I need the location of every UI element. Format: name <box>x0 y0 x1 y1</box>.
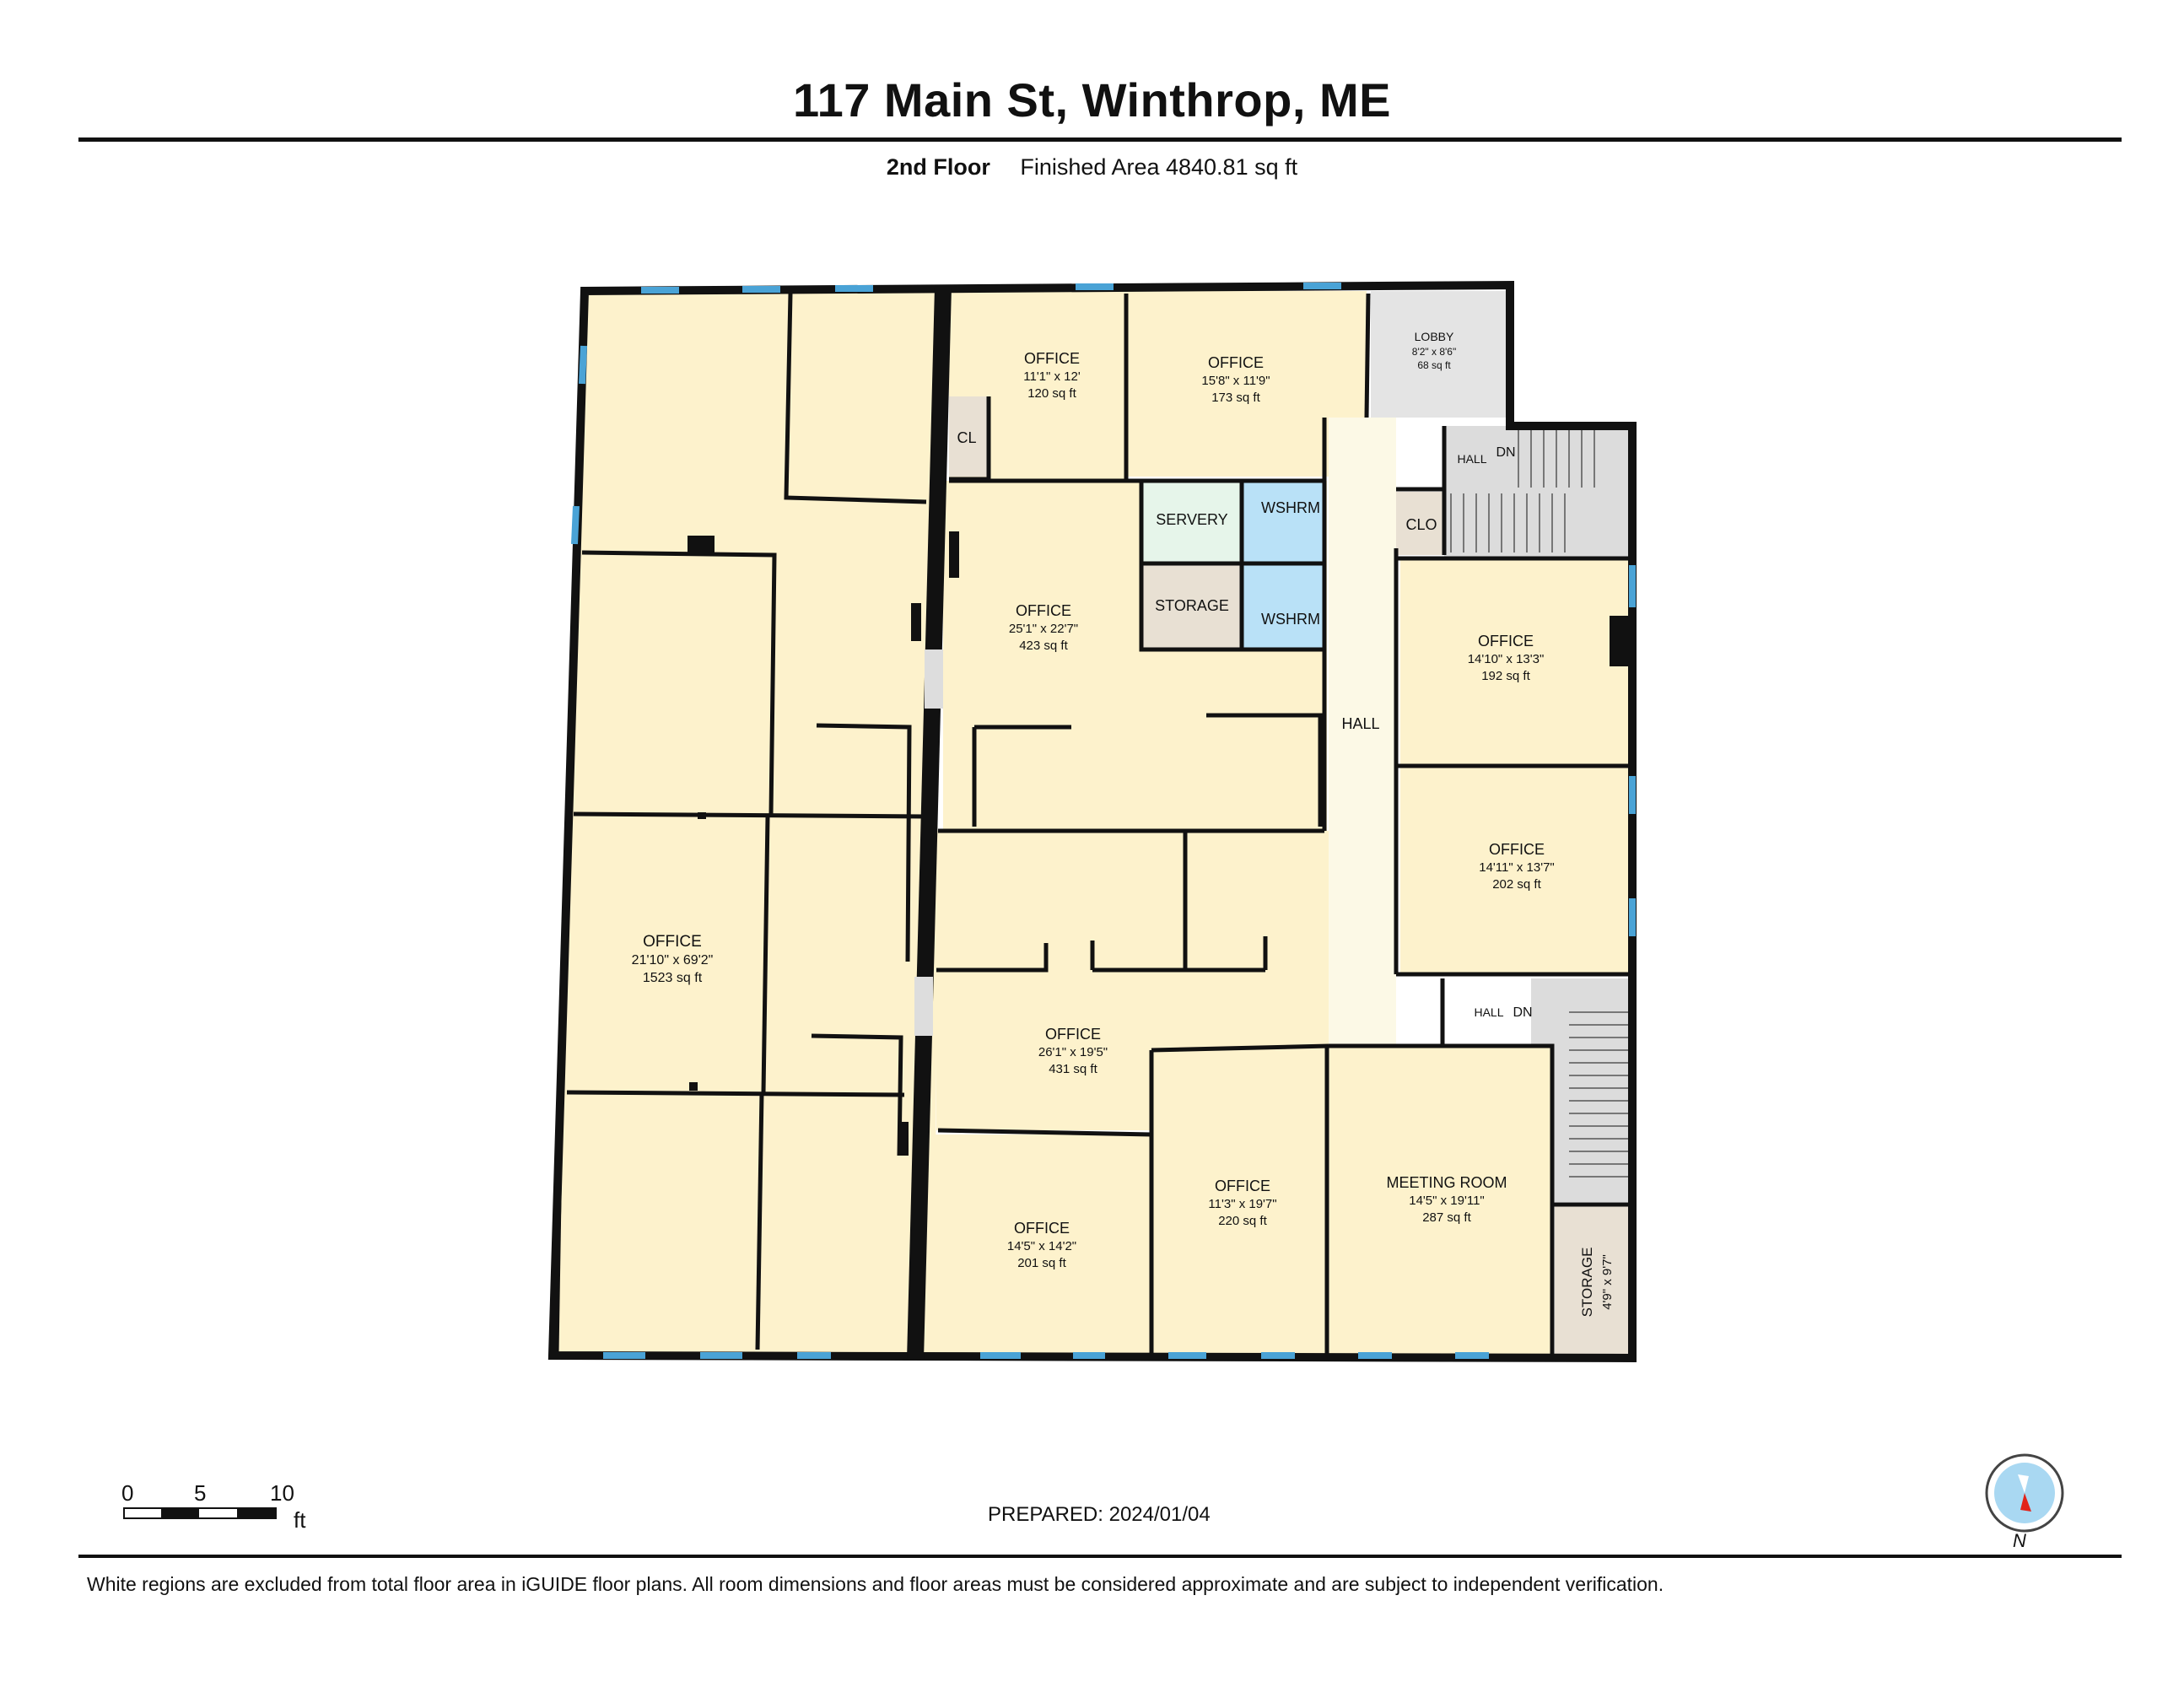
hall-bottom-name: HALL <box>1474 1005 1503 1019</box>
office-big-name: OFFICE <box>643 933 702 951</box>
scale-bar: 0 5 10 ft <box>118 1480 321 1539</box>
title-rule <box>78 137 2122 142</box>
office-c-name: OFFICE <box>1016 602 1071 619</box>
meeting-fill <box>1329 1046 1552 1356</box>
office-d-name: OFFICE <box>1478 633 1534 649</box>
office-big-area: 1523 sq ft <box>643 971 703 985</box>
office-g-dims: 14'5" x 14'2" <box>1007 1239 1076 1253</box>
page-title: 117 Main St, Winthrop, ME <box>793 73 1391 127</box>
office-e-fill <box>1400 768 1632 974</box>
office-d-dims: 14'10" x 13'3" <box>1468 652 1545 666</box>
hall-bottom-fill <box>1447 978 1531 1046</box>
scale-tick-5: 5 <box>194 1480 207 1506</box>
office-g-area: 201 sq ft <box>1017 1256 1066 1270</box>
office-g-name: OFFICE <box>1014 1220 1070 1237</box>
office-f-area: 431 sq ft <box>1049 1062 1097 1076</box>
wshrm2-name: WSHRM <box>1261 611 1320 628</box>
party-wall <box>907 287 952 1360</box>
prepared-date: PREPARED: 2024/01/04 <box>988 1503 1211 1526</box>
servery-fill <box>1143 479 1240 562</box>
compass-north-label: N <box>2013 1530 2026 1551</box>
office-b-dims: 15'8" x 11'9" <box>1201 374 1270 388</box>
hall-bottom-dn: DN <box>1513 1005 1532 1020</box>
office-a-name: OFFICE <box>1024 350 1080 367</box>
windows <box>571 283 1636 1359</box>
storage2-fill <box>1555 1205 1632 1356</box>
office-h-name: OFFICE <box>1215 1178 1270 1194</box>
cl-fill <box>949 396 990 477</box>
room-labels: OFFICE 21'10" x 69'2" 1523 sq ft OFFICE … <box>632 330 1615 1317</box>
office-h-dims: 11'3" x 19'7" <box>1208 1197 1276 1211</box>
hall-top-name: HALL <box>1457 452 1486 466</box>
office-d-area: 192 sq ft <box>1481 669 1530 683</box>
office-f-name: OFFICE <box>1045 1026 1101 1043</box>
office-h-fill <box>1151 1050 1327 1356</box>
scale-tick-0: 0 <box>121 1480 134 1506</box>
office-a-area: 120 sq ft <box>1027 386 1076 401</box>
hall-main-fill <box>1329 418 1396 1046</box>
hall-top-dn: DN <box>1496 445 1515 460</box>
meeting-area: 287 sq ft <box>1422 1210 1471 1225</box>
office-e-dims: 14'11" x 13'7" <box>1479 860 1555 875</box>
lobby-fill <box>1371 291 1506 418</box>
cl-name: CL <box>957 429 976 446</box>
disclaimer: White regions are excluded from total fl… <box>87 1573 1664 1595</box>
storage2-dims: 4'9" x 9'7" <box>1600 1254 1615 1310</box>
clo-name: CLO <box>1405 516 1437 533</box>
scale-bar-graphic <box>123 1507 277 1519</box>
wshrm1-name: WSHRM <box>1261 499 1320 516</box>
wshrm1-fill <box>1243 479 1326 562</box>
office-big-fill <box>557 291 941 1356</box>
office-d-fill <box>1400 558 1632 765</box>
finished-area: Finished Area 4840.81 sq ft <box>1020 154 1298 180</box>
servery-name: SERVERY <box>1156 511 1227 528</box>
office-h-area: 220 sq ft <box>1218 1214 1267 1228</box>
office-e-area: 202 sq ft <box>1492 877 1541 892</box>
scale-tick-10: 10 <box>270 1480 294 1506</box>
compass-icon <box>1985 1453 2064 1533</box>
office-g-fill <box>935 1135 1150 1356</box>
storage1-name: STORAGE <box>1155 597 1229 614</box>
columns <box>688 531 1631 1156</box>
scale-unit: ft <box>294 1507 306 1533</box>
wshrm2-fill <box>1243 565 1326 649</box>
floor-label: 2nd Floor <box>886 154 990 180</box>
office-big-dims: 21'10" x 69'2" <box>632 953 714 967</box>
floor-subtitle: 2nd Floor Finished Area 4840.81 sq ft <box>0 154 2184 181</box>
clo-fill <box>1396 492 1443 555</box>
office-c-dims: 25'1" x 22'7" <box>1009 622 1078 636</box>
storage2-name: STORAGE <box>1579 1248 1595 1318</box>
meeting-name: MEETING ROOM <box>1387 1174 1507 1191</box>
meeting-dims: 14'5" x 19'11" <box>1409 1194 1485 1208</box>
office-b-name: OFFICE <box>1208 354 1264 371</box>
office-e-name: OFFICE <box>1489 841 1545 858</box>
office-c-area: 423 sq ft <box>1019 639 1068 653</box>
footer-rule <box>78 1555 2122 1558</box>
lobby-name: LOBBY <box>1415 330 1454 343</box>
lobby-dims: 8'2" x 8'6" <box>1412 346 1456 358</box>
stair-treads <box>1450 430 1628 1178</box>
lobby-area: 68 sq ft <box>1417 359 1451 371</box>
office-b-area: 173 sq ft <box>1211 391 1260 405</box>
exterior-walls <box>547 280 1637 1363</box>
room-fills <box>557 291 1634 1356</box>
compass: N <box>1982 1451 2067 1552</box>
storage1-fill <box>1143 565 1240 649</box>
office-f-dims: 26'1" x 19'5" <box>1038 1045 1108 1059</box>
hall-main-name: HALL <box>1341 715 1379 732</box>
office-a-dims: 11'1" x 12' <box>1023 369 1081 384</box>
